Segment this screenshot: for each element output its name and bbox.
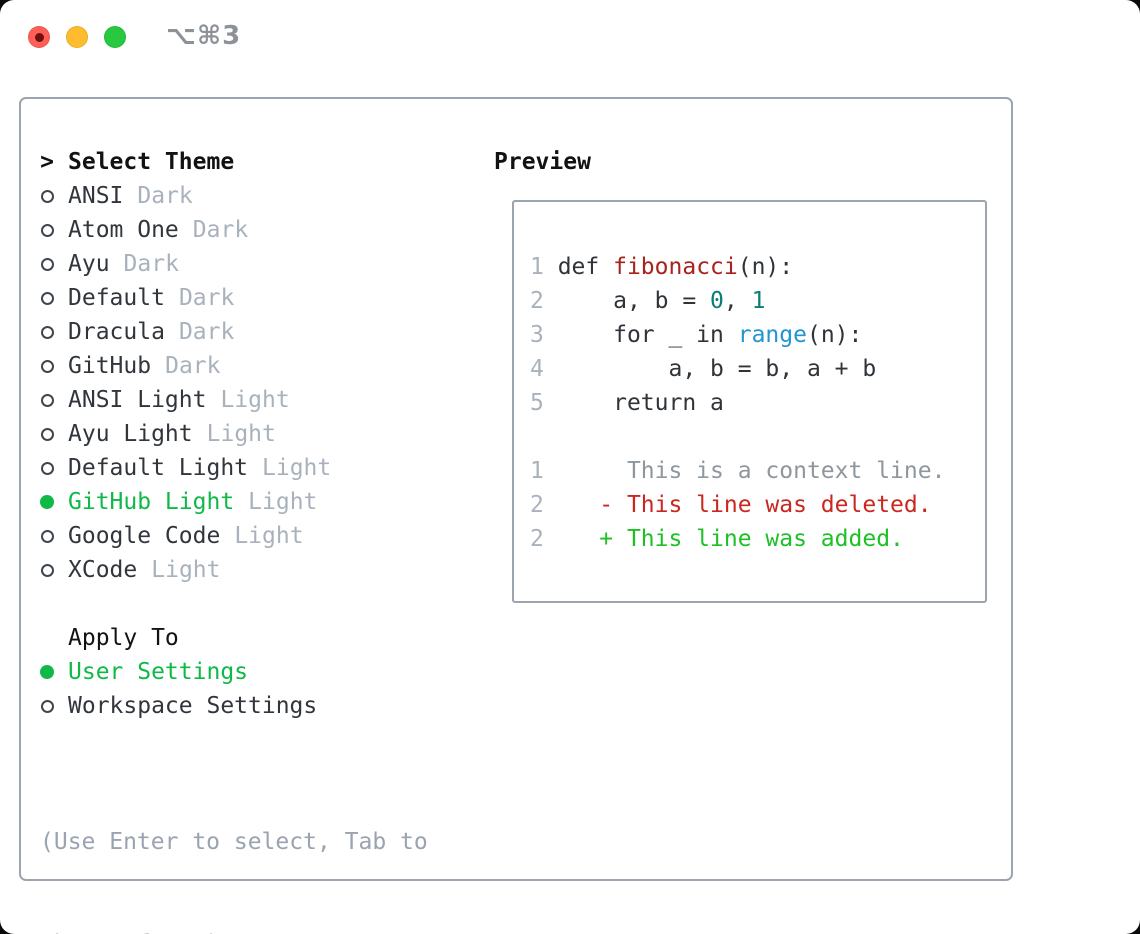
preview-box: 1 def fibonacci(n): 2 a, b = 0, 1 3 for _ … <box>512 200 987 603</box>
preview-title: Preview <box>494 149 591 175</box>
apply-to-option[interactable]: Workspace Settings <box>40 689 428 723</box>
item-variant-tag: Light <box>234 523 304 549</box>
radio-icon <box>40 257 54 271</box>
code-preview: 1 def fibonacci(n): 2 a, b = 0, 1 3 for _ … <box>530 250 985 556</box>
theme-item[interactable]: Default Dark <box>40 281 428 315</box>
item-variant-tag: Light <box>206 421 276 447</box>
select-theme-header: > Select Theme <box>40 145 428 179</box>
hint-line-2: change focus) <box>40 927 428 934</box>
theme-item[interactable]: ANSI Light Light <box>40 383 428 417</box>
theme-item[interactable]: Ayu Dark <box>40 247 428 281</box>
item-label: Default <box>68 285 165 311</box>
item-variant-tag: Light <box>151 557 221 583</box>
hint-line-1: (Use Enter to select, Tab to <box>40 829 428 855</box>
item-label: XCode <box>68 557 138 583</box>
item-label: ANSI <box>68 183 124 209</box>
spacer <box>40 723 428 757</box>
code-line: 4 a, b = b, a + b <box>530 356 877 382</box>
code-line: 1 This is a context line. <box>530 458 946 484</box>
radio-icon <box>40 223 54 237</box>
code-line: 1 def fibonacci(n): <box>530 254 794 280</box>
item-variant-tag: Dark <box>137 183 193 209</box>
radio-icon <box>40 359 54 373</box>
apply-to-header: Apply To <box>40 621 428 655</box>
code-line: 5 return a <box>530 390 724 416</box>
item-label: Ayu Light <box>68 421 193 447</box>
theme-item[interactable]: XCode Light <box>40 553 428 587</box>
radio-icon <box>40 393 54 407</box>
item-label: ANSI Light <box>68 387 207 413</box>
item-label: Dracula <box>68 319 165 345</box>
item-label: Default Light <box>68 455 249 481</box>
theme-item[interactable]: Ayu Light Light <box>40 417 428 451</box>
item-label: Google Code <box>68 523 221 549</box>
code-line <box>530 420 985 454</box>
radio-icon <box>40 325 54 339</box>
apply-to-title: Apply To <box>68 625 179 651</box>
item-label: Ayu <box>68 251 110 277</box>
maximize-button[interactable] <box>104 26 126 48</box>
theme-item[interactable]: GitHub Light Light <box>40 485 428 519</box>
theme-item[interactable]: Atom One Dark <box>40 213 428 247</box>
theme-item[interactable]: Default Light Light <box>40 451 428 485</box>
item-label: Workspace Settings <box>68 693 318 719</box>
item-label: Atom One <box>68 217 179 243</box>
help-hint: (Use Enter to select, Tab to change focu… <box>40 757 428 934</box>
select-theme-title: Select Theme <box>68 149 235 175</box>
item-variant-tag: Dark <box>178 285 235 311</box>
window-titlebar: ⌥⌘3 <box>0 0 1140 75</box>
item-label: GitHub <box>68 353 152 379</box>
radio-icon <box>40 529 54 543</box>
theme-item[interactable]: GitHub Dark <box>40 349 428 383</box>
item-variant-tag: Dark <box>192 217 249 243</box>
minimize-button[interactable] <box>66 26 88 48</box>
item-variant-tag: Dark <box>165 353 221 379</box>
radio-icon <box>40 461 54 475</box>
radio-icon <box>40 699 54 713</box>
radio-selected-icon <box>40 495 54 509</box>
radio-icon <box>40 427 54 441</box>
close-button[interactable] <box>28 26 50 48</box>
theme-item[interactable]: ANSI Dark <box>40 179 428 213</box>
theme-item[interactable]: Dracula Dark <box>40 315 428 349</box>
radio-icon <box>40 563 54 577</box>
theme-item[interactable]: Google Code Light <box>40 519 428 553</box>
unsaved-dot-icon <box>34 32 44 42</box>
radio-icon <box>40 291 54 305</box>
apply-to-option[interactable]: User Settings <box>40 655 428 689</box>
item-variant-tag: Light <box>248 489 318 515</box>
item-variant-tag: Dark <box>123 251 179 277</box>
code-line: 2 + This line was added. <box>530 526 904 552</box>
window-title: ⌥⌘3 <box>166 21 242 51</box>
radio-icon <box>40 189 54 203</box>
item-variant-tag: Light <box>220 387 290 413</box>
item-label: User Settings <box>68 659 249 685</box>
radio-selected-icon <box>40 665 54 679</box>
preview-column: Preview 1 def fibonacci(n): 2 a, b = 0, 1… <box>494 145 987 603</box>
code-line: 2 - This line was deleted. <box>530 492 932 518</box>
prompt-caret-icon: > <box>40 149 54 175</box>
item-variant-tag: Dark <box>178 319 235 345</box>
item-variant-tag: Light <box>262 455 332 481</box>
code-line: 3 for _ in range(n): <box>530 322 863 348</box>
spacer <box>40 587 428 621</box>
code-line: 2 a, b = 0, 1 <box>530 288 766 314</box>
item-label: GitHub Light <box>68 489 235 515</box>
